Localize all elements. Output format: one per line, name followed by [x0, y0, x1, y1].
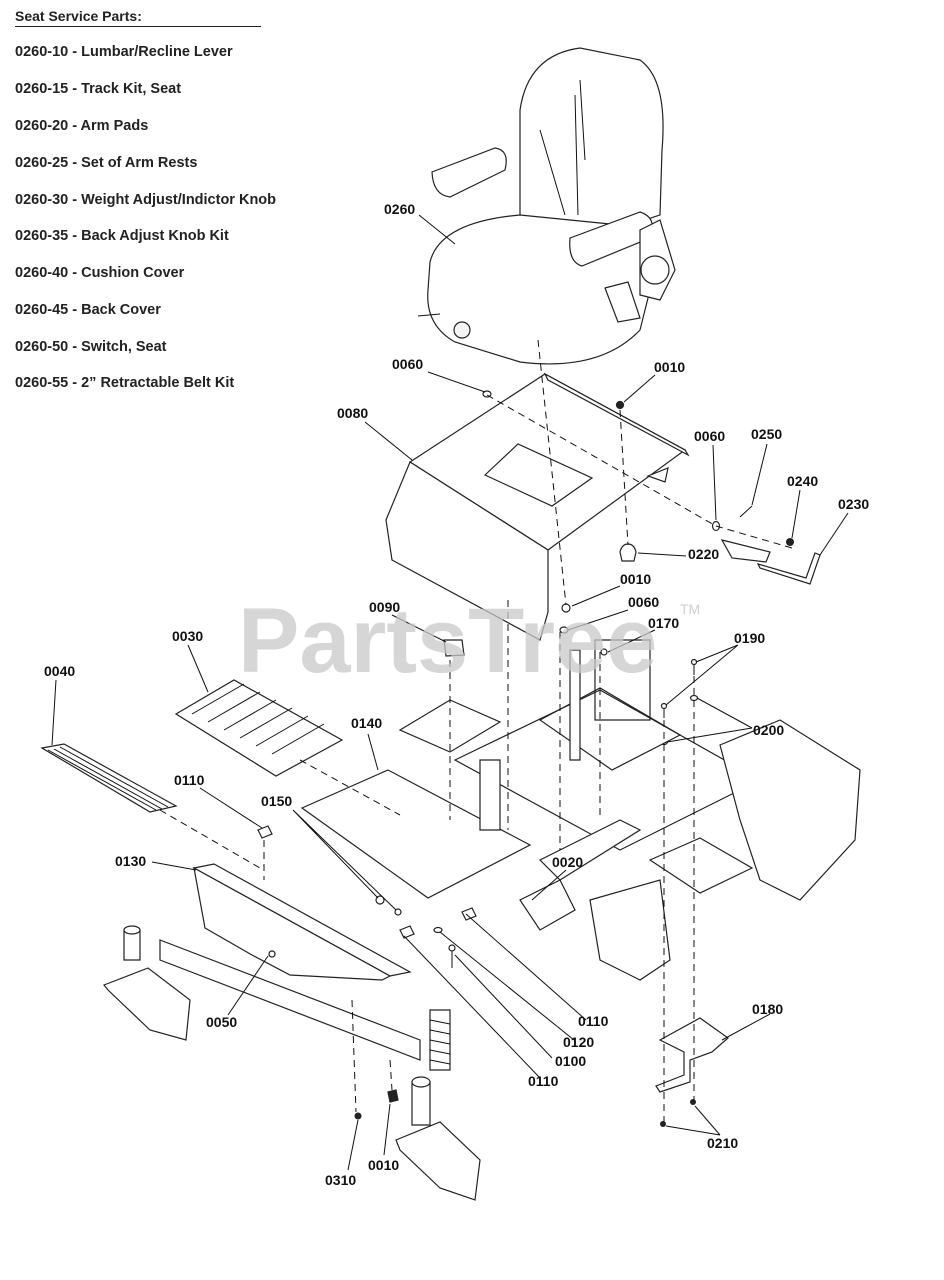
- latch-bracket[interactable]: [720, 539, 771, 563]
- hardware-0110-nuts[interactable]: [257, 825, 477, 939]
- hardware-0050-nut[interactable]: [268, 950, 276, 958]
- callout-0200: 0200: [753, 722, 784, 738]
- seat-pan-plate[interactable]: [385, 372, 690, 641]
- assembly-lines: [159, 339, 793, 1122]
- callout-0040: 0040: [44, 663, 75, 679]
- callout-0130: 0130: [115, 853, 146, 869]
- seat-service-parts-legend: Seat Service Parts: 0260-10 - Lumbar/Rec…: [15, 8, 315, 391]
- legend-item: 0260-25 - Set of Arm Rests: [15, 155, 198, 171]
- callout-0090: 0090: [369, 599, 400, 615]
- legend-item: 0260-45 - Back Cover: [15, 302, 161, 318]
- left-caster-fork: [103, 925, 191, 1041]
- floor-mat-0030[interactable]: [174, 679, 344, 777]
- callout-0190: 0190: [734, 630, 765, 646]
- front-axle-shock: [159, 939, 451, 1071]
- callout-0110: 0110: [578, 1013, 609, 1029]
- legend-item: 0260-50 - Switch, Seat: [15, 339, 167, 355]
- callout-0170: 0170: [648, 615, 679, 631]
- callout-0060: 0060: [628, 594, 659, 610]
- hardware-0060-washer-top[interactable]: [482, 390, 492, 398]
- hardware-0240-knob[interactable]: [786, 538, 794, 546]
- hardware-0150-nuts[interactable]: [375, 895, 402, 916]
- hardware-0310-nut[interactable]: [354, 1112, 362, 1120]
- callout-0010: 0010: [654, 359, 685, 375]
- hardware-0100-bolt[interactable]: [448, 944, 456, 968]
- callout-0220: 0220: [688, 546, 719, 562]
- callout-0110: 0110: [174, 772, 205, 788]
- callout-0250: 0250: [751, 426, 782, 442]
- right-caster-fork: [395, 1076, 481, 1201]
- callout-0100: 0100: [555, 1053, 586, 1069]
- callout-0120: 0120: [563, 1034, 594, 1050]
- hardware-0010-nut-top[interactable]: [615, 400, 625, 410]
- callout-0150: 0150: [261, 793, 292, 809]
- callout-0310: 0310: [325, 1172, 356, 1188]
- legend-item: 0260-10 - Lumbar/Recline Lever: [15, 44, 233, 60]
- hardware-0250-pin[interactable]: [739, 505, 753, 518]
- hardware-0210-nuts[interactable]: [660, 1099, 696, 1127]
- legend-item: 0260-55 - 2” Retractable Belt Kit: [15, 375, 235, 391]
- callout-0060: 0060: [392, 356, 423, 372]
- callout-0010: 0010: [368, 1157, 399, 1173]
- hardware-0120-washer[interactable]: [433, 926, 443, 934]
- callout-0230: 0230: [838, 496, 869, 512]
- hardware-0220-bumper[interactable]: [619, 543, 637, 562]
- legend-item: 0260-20 - Arm Pads: [15, 118, 149, 134]
- callout-0210: 0210: [707, 1135, 738, 1151]
- bracket-0020[interactable]: [519, 879, 576, 931]
- hardware-0230-rod[interactable]: [756, 552, 821, 585]
- hardware-0170-pin[interactable]: [600, 648, 608, 656]
- legend-item: 0260-35 - Back Adjust Knob Kit: [15, 228, 229, 244]
- callout-0180: 0180: [752, 1001, 783, 1017]
- callout-0260: 0260: [384, 201, 415, 217]
- callout-0140: 0140: [351, 715, 382, 731]
- callout-0080: 0080: [337, 405, 368, 421]
- hardware-0010-bolt-lower[interactable]: [387, 1089, 399, 1103]
- leader-lines: [51, 214, 849, 1171]
- tractor-frame: [398, 639, 861, 981]
- watermark-tm: TM: [680, 601, 700, 617]
- callout-0240: 0240: [787, 473, 818, 489]
- floor-pan-0140[interactable]: [300, 769, 532, 899]
- legend-item: 0260-40 - Cushion Cover: [15, 265, 185, 281]
- callout-0110: 0110: [528, 1073, 559, 1089]
- cover-panel-0130[interactable]: [192, 863, 412, 981]
- seat-assembly[interactable]: [417, 47, 676, 365]
- legend-title: Seat Service Parts:: [15, 8, 261, 27]
- watermark: PartsTree: [238, 590, 657, 692]
- callout-0030: 0030: [172, 628, 203, 644]
- legend-item: 0260-15 - Track Kit, Seat: [15, 81, 182, 97]
- hardware-0190-bolts[interactable]: [660, 658, 698, 719]
- hardware-0090-clip[interactable]: [443, 639, 465, 657]
- legend-item: 0260-30 - Weight Adjust/Indictor Knob: [15, 192, 277, 208]
- callout-0020: 0020: [552, 854, 583, 870]
- callout-0060: 0060: [694, 428, 725, 444]
- callout-0010: 0010: [620, 571, 651, 587]
- step-strip-0040[interactable]: [40, 743, 178, 813]
- bracket-0180[interactable]: [655, 1017, 729, 1093]
- callout-0050: 0050: [206, 1014, 237, 1030]
